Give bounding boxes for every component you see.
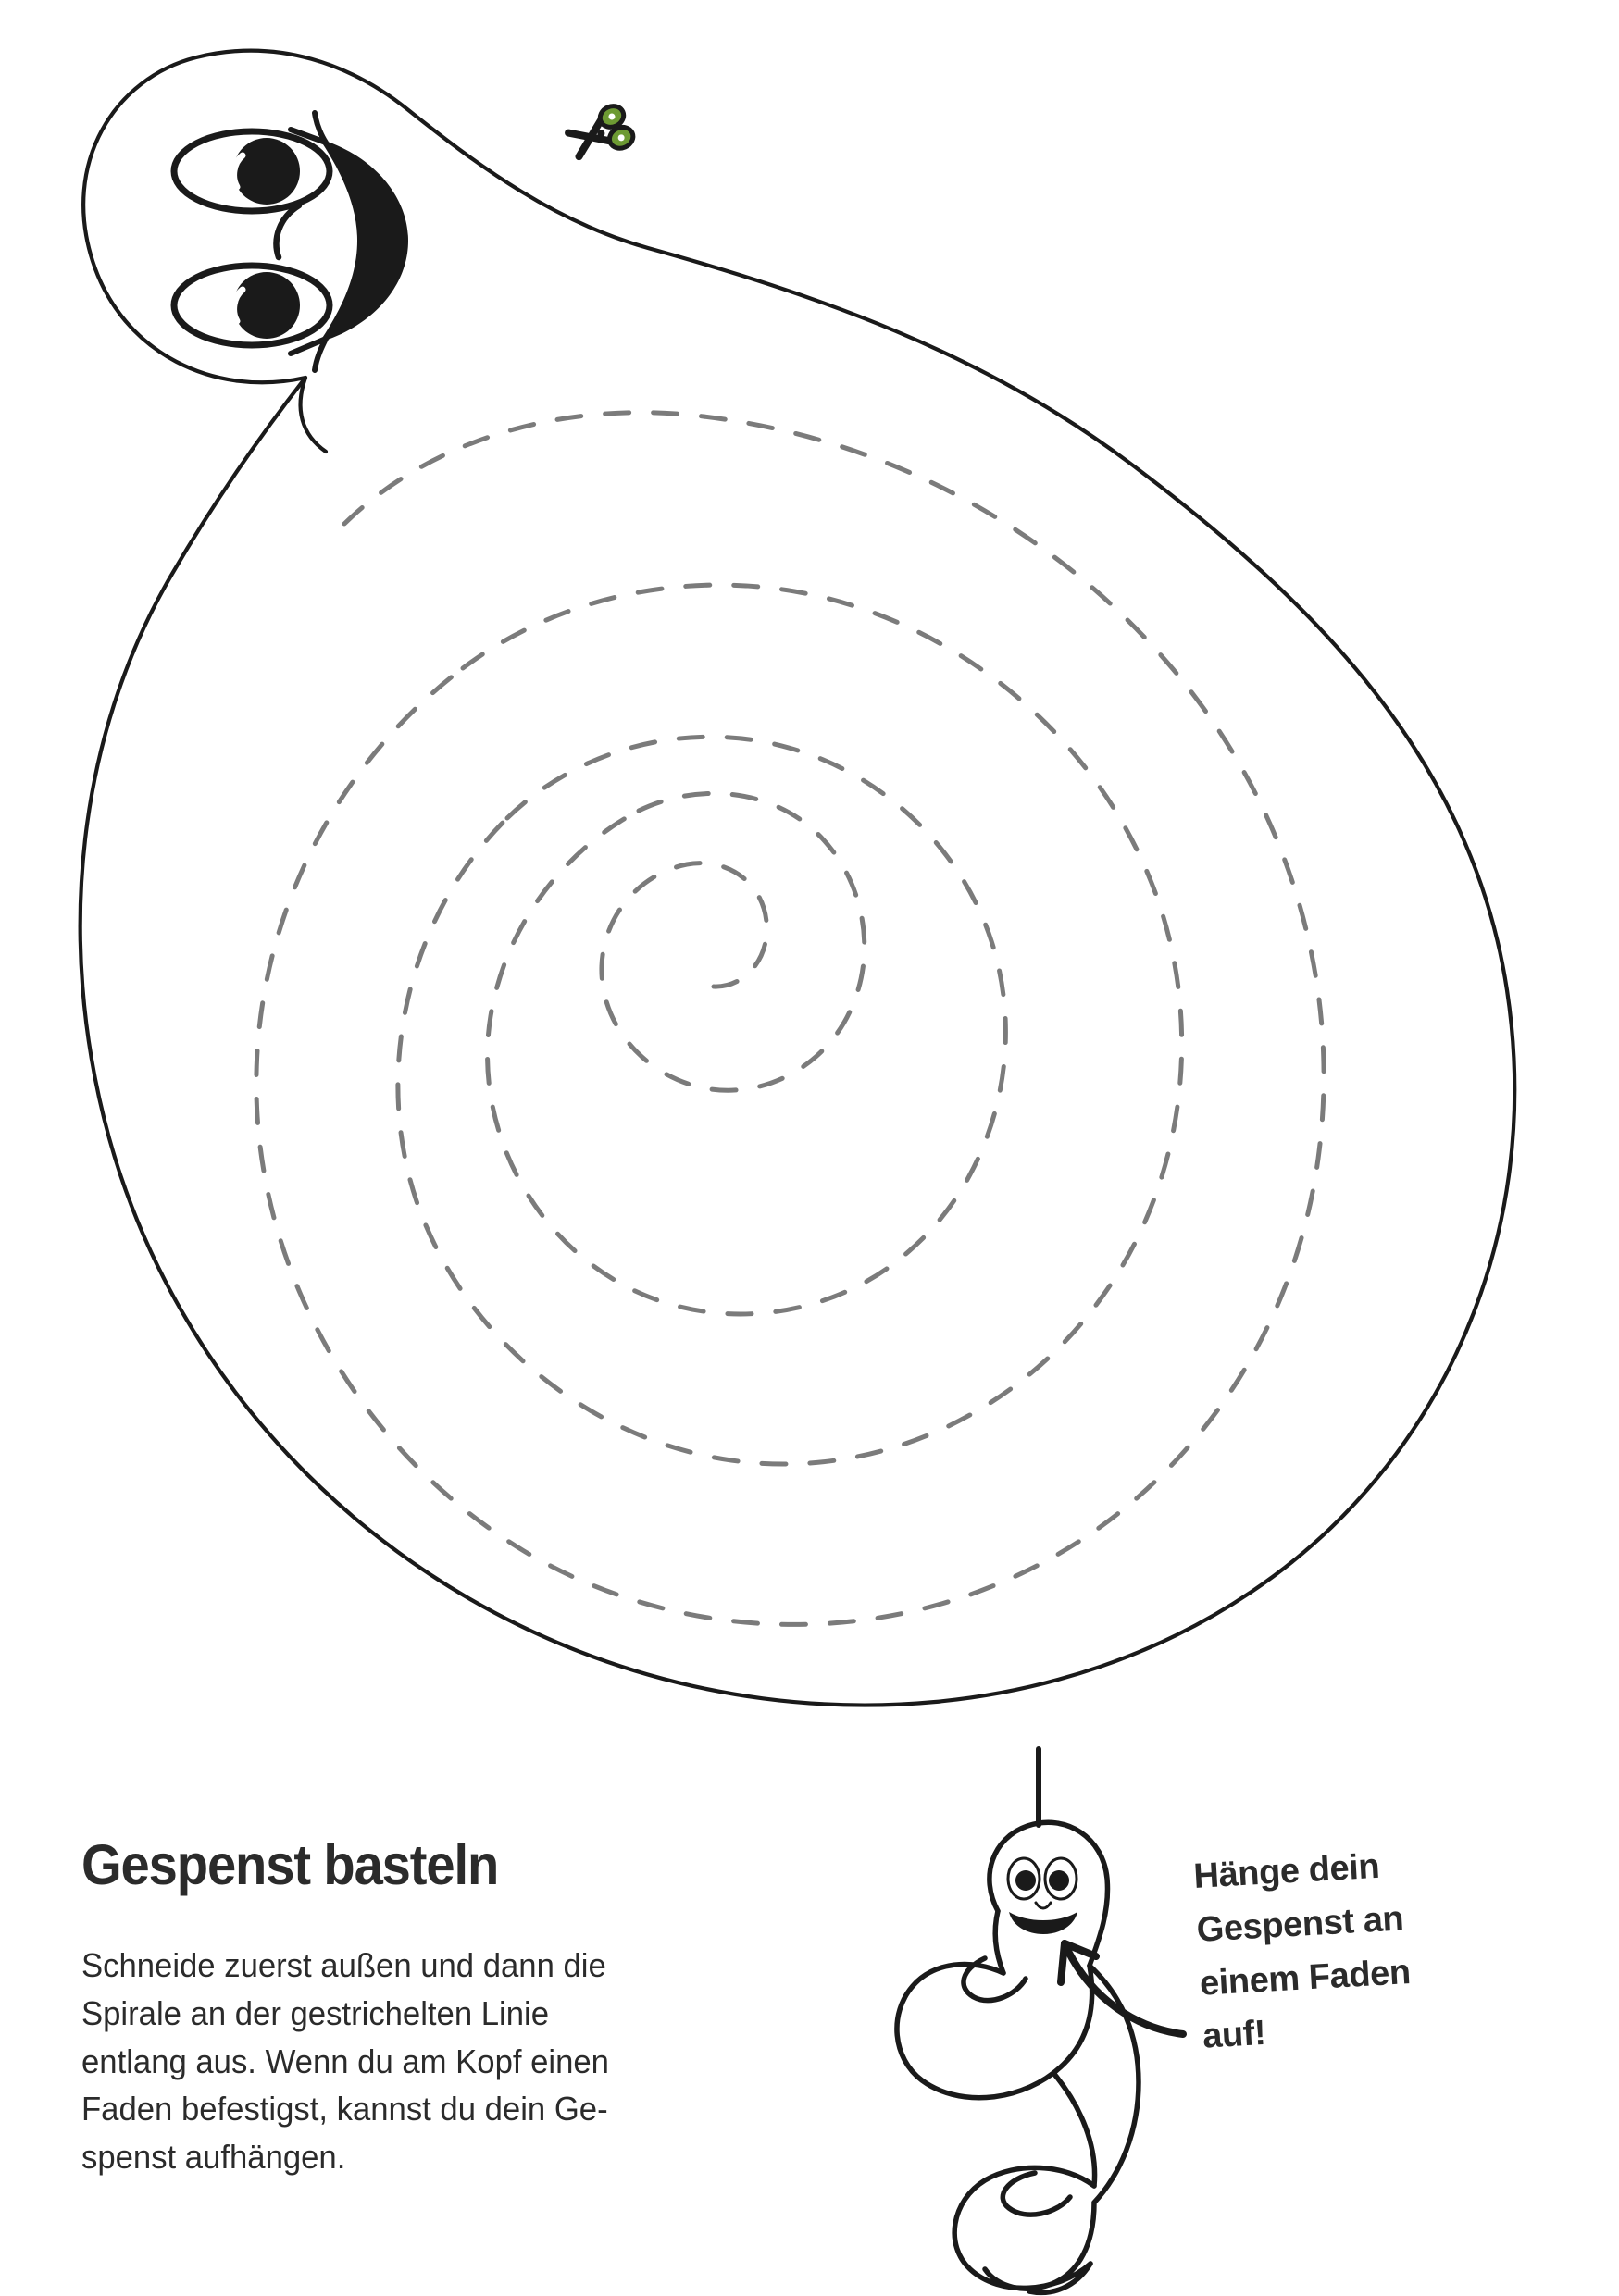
dashed-spiral-turn-3 [485,734,1008,1317]
instruction-text: Schneide zuerst außen und dann die Spira… [81,1942,609,2181]
ghost-face-group [170,110,408,373]
ghost-mouth-icon [319,139,408,342]
scissors-icon [565,104,636,161]
curved-arrow-icon [1057,1940,1187,2038]
smiling-ghost-head-icon [1006,1856,1078,1934]
instruction-block: Gespenst basteln Schneide zuerst außen u… [81,1837,729,2181]
hanging-ghost-sample [894,1746,1187,2296]
instruction-line: entlang aus. Wenn du am Kopf einen [81,2042,609,2080]
instruction-line: Faden befestigst, kannst du dein Ge- [81,2090,608,2128]
ghost-eye-upper-icon [170,128,333,215]
instruction-line: spenst aufhängen. [81,2138,346,2177]
coiled-spiral-body-icon [894,1819,1141,2296]
instruction-line: Spirale an der gestrichelten Linie [81,1993,550,2032]
ghost-mouth-corner-bottom-icon [288,336,329,373]
ghost-outline-path [78,48,1517,1707]
dashed-spiral-turn-4 [599,790,867,1093]
ghost-nose-icon [273,202,303,261]
ghost-spiral-cut-out-template [78,48,1517,1707]
dashed-spiral-turn-1 [254,410,1326,1627]
page-title: Gespenst basteln [81,1833,499,1896]
callout-text: Hänge dein Gespenst an einem Faden auf! [1192,1834,1509,2065]
instruction-line: Schneide zuerst außen und dann die [81,1946,606,1984]
ghost-neck-notch [298,375,329,454]
ghost-eye-lower-icon [170,262,333,349]
dashed-spiral-cut-line [254,410,1326,1627]
ghost-mouth-corner-top-icon [288,110,329,145]
dashed-spiral-turn-2 [395,582,1185,1467]
